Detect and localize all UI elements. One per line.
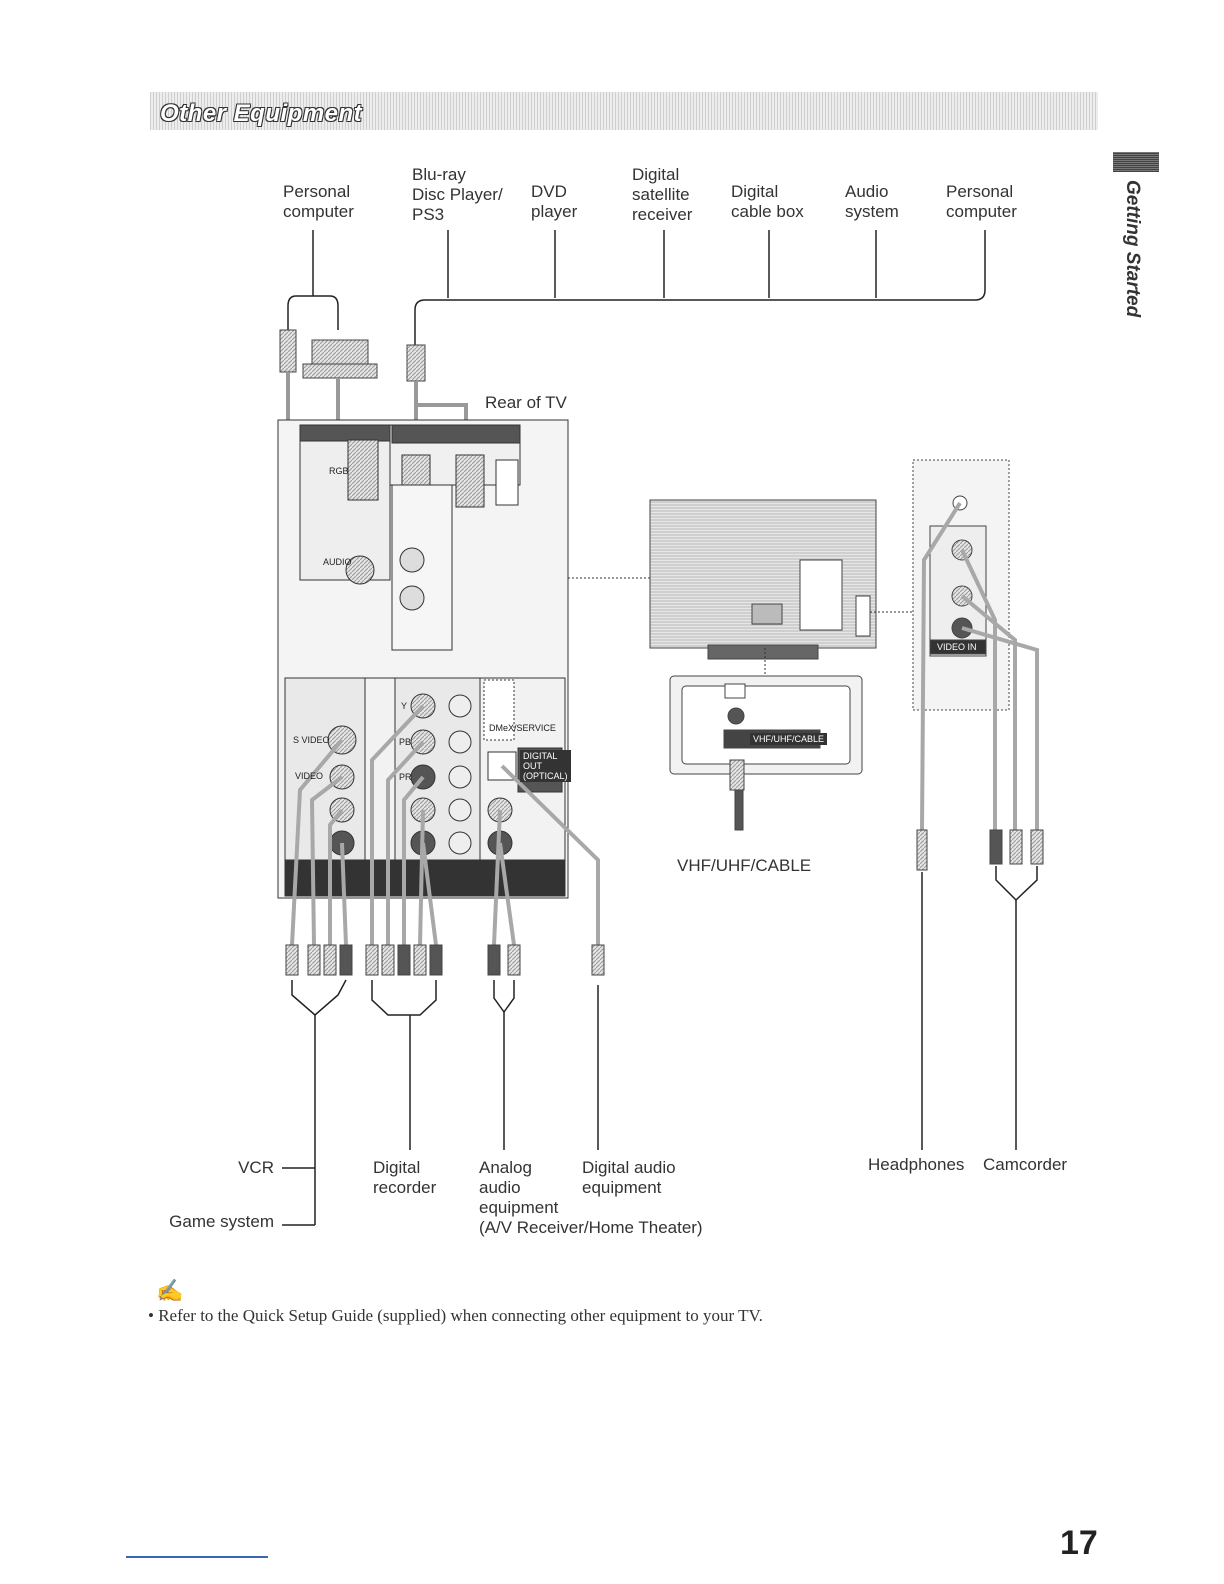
dotted-leaders [568,577,912,676]
panel-audio-label: AUDIO [323,557,352,567]
label-game-system: Game system [169,1212,274,1231]
panel-dmex-label: DMeX/SERVICE [489,723,556,733]
section-title: Other Equipment [160,100,363,127]
panel-video-label: VIDEO [295,771,324,781]
side-plugs [916,829,1044,871]
note-pencil-icon: ✍ [156,1278,184,1303]
pc-connectors [279,329,426,382]
page-number: 17 [1060,1524,1098,1562]
label-satellite-receiver: Digital satellite receiver [632,165,693,224]
panel-vhf-uhf-label: VHF/UHF/CABLE [750,733,828,745]
label-headphones: Headphones [868,1155,965,1174]
side-tab-marker [1113,152,1159,172]
side-device-lines [921,866,1038,1150]
panel-cables [290,704,600,946]
label-camcorder: Camcorder [983,1155,1068,1174]
label-analog-audio: Analog audio equipment (A/V Receiver/Hom… [479,1158,703,1237]
label-vcr: VCR [238,1158,274,1177]
label-audio-system: Audio system [845,182,899,221]
tv-illustration [649,499,877,660]
bottom-plugs [285,944,605,976]
top-device-lines [287,230,986,345]
panel-pr-label: PR [399,772,412,782]
label-personal-computer-right: Personal computer [946,182,1017,221]
panel-svideo-label: S VIDEO [293,735,330,745]
bottom-device-lines [282,979,599,1226]
label-cable-box: Digital cable box [731,182,804,221]
bottom-rule [126,1556,268,1558]
panel-video-in-label: VIDEO IN [934,641,980,653]
label-digital-audio: Digital audio equipment [582,1158,676,1197]
label-vhf-uhf-cable: VHF/UHF/CABLE [677,856,812,875]
label-personal-computer-left: Personal computer [283,182,354,221]
vhf-panel [669,675,863,831]
label-dvd-player: DVD player [531,182,578,221]
label-digital-recorder: Digital recorder [373,1158,437,1197]
label-rear-of-tv: Rear of TV [485,393,567,412]
label-bluray-player: Blu-ray Disc Player/ PS3 [412,165,503,224]
side-cables [920,501,1039,831]
side-tab-label: Getting Started [1122,180,1143,318]
panel-digital-out-label: DIGITAL OUT (OPTICAL) [520,750,571,782]
panel-y-label: Y [401,701,408,711]
panel-rgb-label: RGB [329,466,349,476]
panel-pb-label: PB [399,737,412,747]
note-text: • Refer to the Quick Setup Guide (suppli… [148,1306,763,1325]
section-header-band [150,92,1098,130]
